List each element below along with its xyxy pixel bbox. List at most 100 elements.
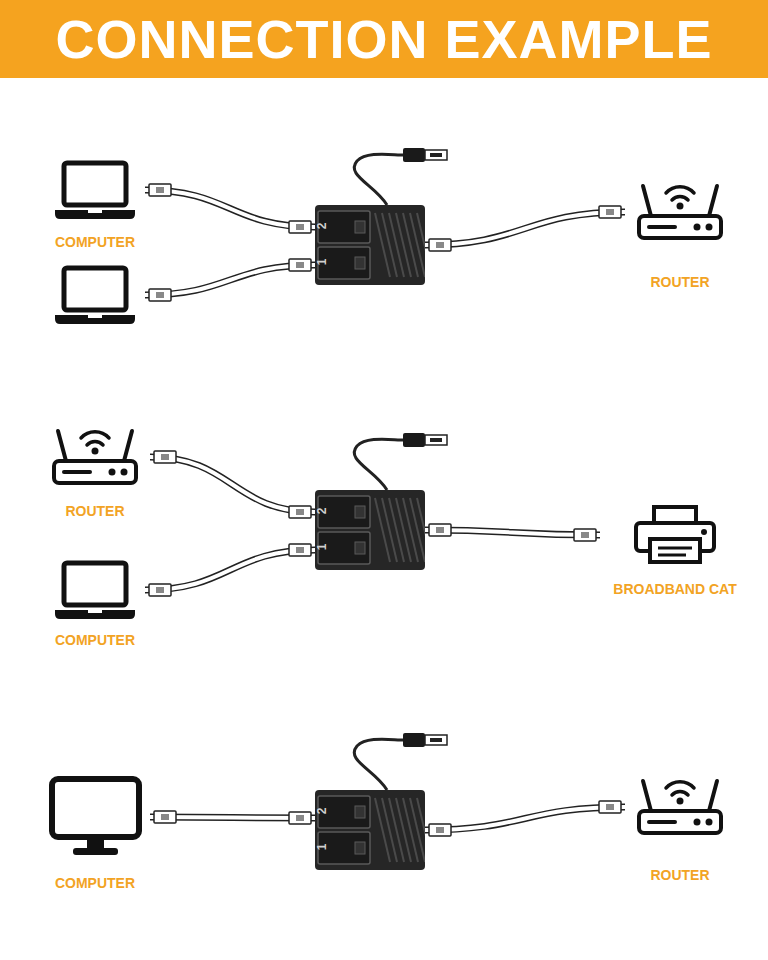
cable-core xyxy=(425,212,625,245)
port-latch xyxy=(355,506,365,518)
paper-line xyxy=(658,554,686,557)
laptop-screen xyxy=(64,268,126,310)
router-led-bar xyxy=(649,820,675,824)
laptop-device: COMPUTER xyxy=(45,560,145,648)
grip-rib xyxy=(403,213,418,277)
plug-contacts xyxy=(296,224,304,230)
laptop-base xyxy=(55,610,135,619)
router-icon xyxy=(50,425,140,489)
grip-rib xyxy=(410,213,425,277)
plug-contacts xyxy=(296,547,304,553)
plug-contacts xyxy=(581,532,589,538)
usb-wire xyxy=(354,739,405,790)
ethernet-cable xyxy=(150,451,315,518)
grip-rib xyxy=(375,798,390,862)
usb-plug-body xyxy=(403,733,425,747)
usb-wire xyxy=(354,154,405,205)
grip-rib xyxy=(375,498,390,562)
cable-core xyxy=(425,807,625,830)
rj45-plug xyxy=(289,812,311,824)
router-antenna xyxy=(709,781,717,811)
grip-rib xyxy=(382,498,397,562)
rj45-plug xyxy=(289,506,311,518)
rj45-plug xyxy=(149,184,171,196)
rj45-plug xyxy=(574,529,596,541)
rj45-plug xyxy=(599,206,621,218)
plug-contacts xyxy=(296,815,304,821)
usb-wire xyxy=(354,439,405,490)
grip-rib xyxy=(417,798,425,862)
ethernet-cable xyxy=(145,184,315,233)
port-latch xyxy=(355,221,365,233)
port-number: 1 xyxy=(315,544,329,551)
usb-cable xyxy=(354,148,447,205)
router-device: ROUTER xyxy=(40,425,150,519)
printer-led xyxy=(701,529,707,535)
router-led xyxy=(694,224,701,231)
title: CONNECTION EXAMPLE xyxy=(0,0,768,78)
rj45-plug xyxy=(429,524,451,536)
rj45-plug xyxy=(429,824,451,836)
rj45-plug xyxy=(154,811,176,823)
device-label: ROUTER xyxy=(648,274,711,290)
splitter-body xyxy=(315,205,425,285)
router-icon xyxy=(635,180,725,244)
router-device: ROUTER xyxy=(625,775,735,883)
printer-icon xyxy=(630,505,720,565)
grip-rib xyxy=(389,798,404,862)
port-number: 1 xyxy=(315,259,329,266)
grip-rib xyxy=(396,798,411,862)
cable-core xyxy=(150,457,315,512)
usb-plug-metal xyxy=(425,735,447,745)
wifi-dot xyxy=(677,203,684,210)
port-latch xyxy=(355,542,365,554)
plug-contacts xyxy=(156,587,164,593)
port-number: 2 xyxy=(315,508,329,515)
grip-rib xyxy=(410,498,425,562)
plug-contacts xyxy=(161,454,169,460)
wifi-arc xyxy=(666,187,694,193)
wifi-arc xyxy=(672,792,688,795)
ethernet-cable xyxy=(425,801,625,836)
rj45-plug xyxy=(289,544,311,556)
wifi-arc xyxy=(81,432,109,438)
laptop-icon xyxy=(55,160,135,220)
port-number: 2 xyxy=(315,223,329,230)
usb-plug-slot xyxy=(430,738,442,742)
device-label: BROADBAND CAT xyxy=(611,581,738,597)
grip-rib xyxy=(417,498,425,562)
usb-plug-body xyxy=(403,433,425,447)
grip-rib xyxy=(417,213,425,277)
laptop-device: COMPUTER xyxy=(45,160,145,250)
router-led xyxy=(694,819,701,826)
router-body xyxy=(54,461,136,483)
wifi-arc xyxy=(666,782,694,788)
laptop-base xyxy=(55,210,135,219)
monitor-icon xyxy=(48,775,143,859)
router-body xyxy=(639,216,721,238)
laptop-notch xyxy=(88,315,102,318)
laptop-icon xyxy=(55,560,135,620)
cable-outline xyxy=(425,212,625,245)
grip-rib xyxy=(389,498,404,562)
grip-rib xyxy=(396,498,411,562)
ethernet-splitter: 21 xyxy=(315,790,425,870)
port-latch xyxy=(355,806,365,818)
ethernet-cable xyxy=(150,811,315,824)
plug-contacts xyxy=(606,209,614,215)
device-label: COMPUTER xyxy=(53,875,137,891)
cable-outline xyxy=(425,807,625,830)
rj45-plug xyxy=(149,289,171,301)
port-number: 2 xyxy=(315,808,329,815)
printer-paper-in xyxy=(654,507,696,523)
usb-cable xyxy=(354,433,447,490)
plug-contacts xyxy=(161,814,169,820)
router-led xyxy=(109,469,116,476)
router-body xyxy=(639,811,721,833)
plug-contacts xyxy=(156,292,164,298)
grip-rib xyxy=(396,213,411,277)
connectors xyxy=(145,184,625,836)
grip-rib xyxy=(382,213,397,277)
monitor-device: COMPUTER xyxy=(40,775,150,891)
